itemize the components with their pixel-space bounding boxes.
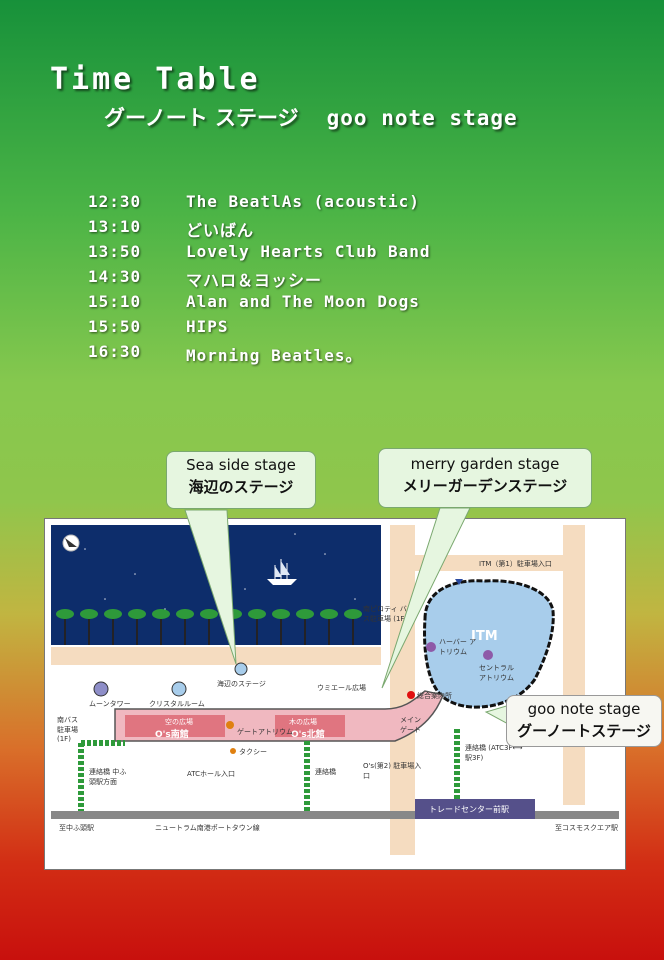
road [51,647,381,665]
schedule-row: 16:30 Morning Beatles。 [88,342,431,367]
moon-tower-label: ムーンタワー [89,700,131,708]
goo-note-stage-callout: goo note stage グーノートステージ [506,695,662,747]
schedule-row: 12:30 The BeatlAs (acoustic) [88,192,431,217]
schedule-time: 15:10 [88,292,142,311]
subtitle-jp: グーノート ステージ [104,106,299,130]
schedule-act: Lovely Hearts Club Band [186,242,431,261]
subtitle-en: goo note stage [326,106,518,130]
os-south-building [125,715,225,737]
callout-jp: 海辺のステージ [188,478,294,496]
schedule-row: 13:50 Lovely Hearts Club Band [88,242,431,267]
schedule-row: 14:30 マハロ＆ヨッシー [88,267,431,292]
merry-garden-stage-callout: merry garden stage メリーガーデンステージ [378,448,592,508]
ki-hall-label: 木の広場 [289,718,317,726]
to-left-label: 至中ふ頭駅 [59,824,94,832]
schedule-time: 14:30 [88,267,142,286]
page-subtitle: グーノート ステージ goo note stage [104,102,518,132]
schedule-time: 16:30 [88,342,142,361]
schedule-act: The BeatlAs (acoustic) [186,192,420,211]
map-drawing [51,525,619,855]
umieru-label: ウミエール広場 [317,684,366,692]
schedule-time: 13:10 [88,217,142,236]
night-sky [51,525,381,645]
bus-parking-right-label: 南ピロティ バス駐車場 (1F) [363,605,408,623]
schedule-row: 15:10 Alan and The Moon Dogs [88,292,431,317]
walkway-mid-label: 連絡橋 [315,768,336,776]
taxi-marker [230,748,236,754]
schedule-act: Morning Beatles。 [186,346,363,365]
to-right-label: 至コスモスクエア駅 [555,824,618,832]
callout-en: Sea side stage [186,456,296,474]
central-atrium-label: セントラル アトリウム [479,664,514,682]
seaside-stage-marker [234,662,248,676]
harbor-atrium-marker [426,642,436,652]
gate-atrium-marker [226,721,234,729]
schedule-time: 15:50 [88,317,142,336]
venue-map: ITM（第1）駐車場入口 ITM 南ピロティ バス駐車場 (1F) ハーバー ア… [44,518,626,870]
road [390,525,415,855]
sora-hall-label: 空の広場 [165,718,193,726]
schedule-time: 13:50 [88,242,142,261]
callout-jp: グーノートステージ [517,722,651,740]
central-atrium-marker [483,650,493,660]
os-north-label: O's北館 [291,730,325,740]
moon-tower-marker [93,681,109,697]
info-label: 総合案内所 [417,692,452,700]
schedule-act: どいばん [186,221,255,240]
walkway-left-label: 連絡橋 中ふ頭駅方面 [89,768,127,786]
crystal-room-label: クリスタルルーム [149,700,205,708]
itm-parking-label: ITM（第1）駐車場入口 [479,560,552,568]
os-south-label: O's南館 [155,730,189,740]
callout-en: merry garden stage [410,455,560,473]
newtram-line [51,811,619,819]
page-title: Time Table [50,62,261,97]
schedule-row: 15:50 HIPS [88,317,431,342]
seaside-stage-label: 海辺のステージ [217,680,266,688]
schedule-row: 13:10 どいばん [88,217,431,242]
callout-en: goo note stage [527,700,641,718]
harbor-atrium-label: ハーバー アトリウム [439,638,477,656]
seaside-stage-callout: Sea side stage 海辺のステージ [166,451,316,509]
schedule-act: Alan and The Moon Dogs [186,292,420,311]
station-label: トレードセンター前駅 [429,805,509,814]
taxi-label: タクシー [239,748,267,756]
crystal-room-marker [171,681,187,697]
atc-hall-label: ATCホール入口 [187,770,235,778]
walkway-right-label: 連絡橋 (ATC3F⟷ 駅3F) [465,744,523,762]
callout-jp: メリーガーデンステージ [402,477,568,495]
itm-label: ITM [471,629,498,644]
schedule-act: HIPS [186,317,229,336]
schedule-time: 12:30 [88,192,142,211]
main-gate-label: メイン ゲート [400,716,421,734]
schedule-list: 12:30 The BeatlAs (acoustic) 13:10 どいばん 13… [88,192,431,367]
os-parking-label: O's(第2) 駐車場入口 [363,762,422,780]
newtram-label: ニュートラム南港ポートタウン線 [155,824,260,832]
bus-parking-left-label: 南バス 駐車場 (1F) [57,716,78,743]
ship-icon [267,559,297,585]
station-box [415,799,535,819]
schedule-act: マハロ＆ヨッシー [186,271,323,290]
gate-atrium-label: ゲートアトリウム [237,728,293,736]
os-north-building [275,715,345,737]
info-marker [407,691,415,699]
